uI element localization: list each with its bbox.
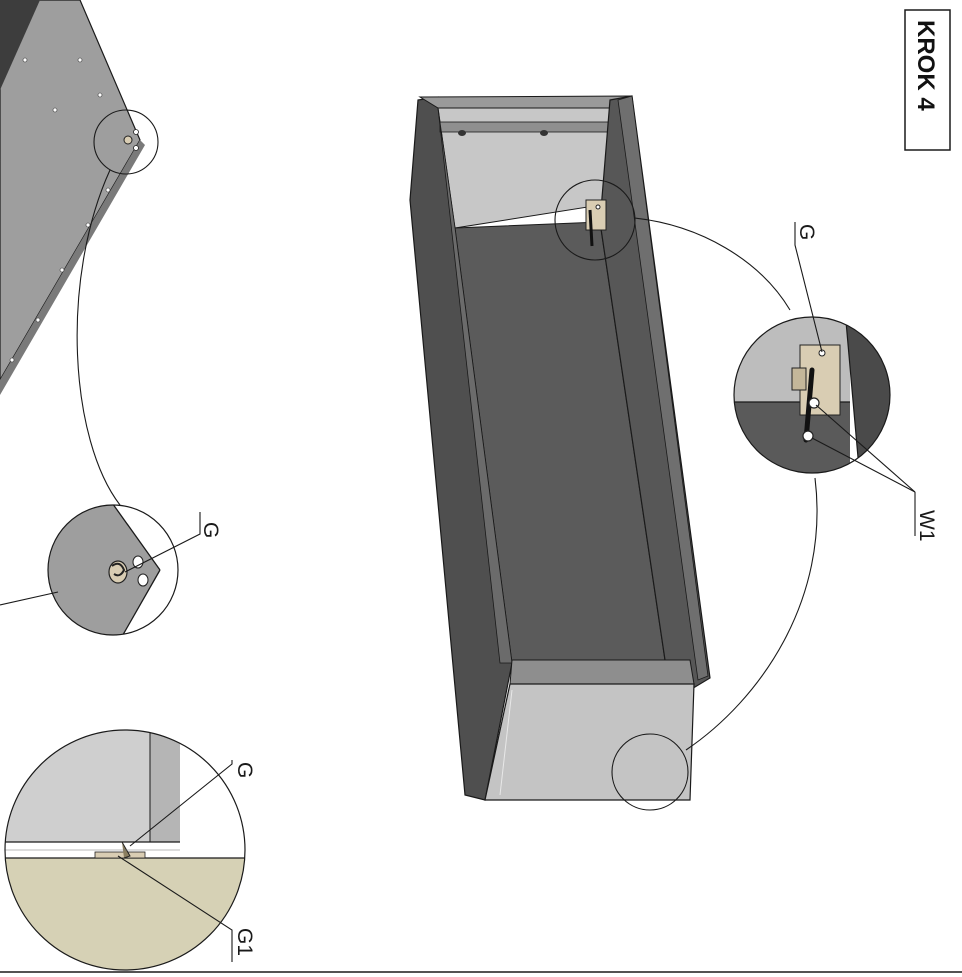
carcass-box xyxy=(409,95,711,801)
label-g1: G1 xyxy=(233,928,256,956)
detail-circle-bottom-left xyxy=(4,729,246,971)
label-g-bottom-left: G xyxy=(233,762,256,778)
leader-g-mid-left xyxy=(124,512,201,573)
leader-g-right xyxy=(794,222,823,353)
detail-circle-right xyxy=(733,316,891,474)
connector-arc-left xyxy=(76,169,121,506)
leader-g1 xyxy=(117,855,233,962)
detail-marker-circle-top-left xyxy=(93,109,159,175)
step-title-box: KROK 4 xyxy=(904,9,951,151)
leader-w1-a xyxy=(815,404,916,493)
leader-w1-b xyxy=(811,437,916,493)
detail-marker-circle-box-bottom xyxy=(611,733,689,811)
detail-marker-circle-box-top xyxy=(554,179,636,261)
label-w1: W1 xyxy=(915,510,938,542)
detail-circle-mid-left xyxy=(47,504,179,636)
label-g-mid-left: G xyxy=(199,522,222,538)
label-g-right: G xyxy=(795,224,818,240)
panel-top-left xyxy=(0,0,145,395)
connector-arc-right-bottom xyxy=(685,477,818,751)
step-title: KROK 4 xyxy=(912,20,939,111)
connector-arc-right-top xyxy=(633,217,791,311)
leader-g-bottom-left xyxy=(129,760,233,847)
connector-line-mid-left xyxy=(0,591,59,606)
